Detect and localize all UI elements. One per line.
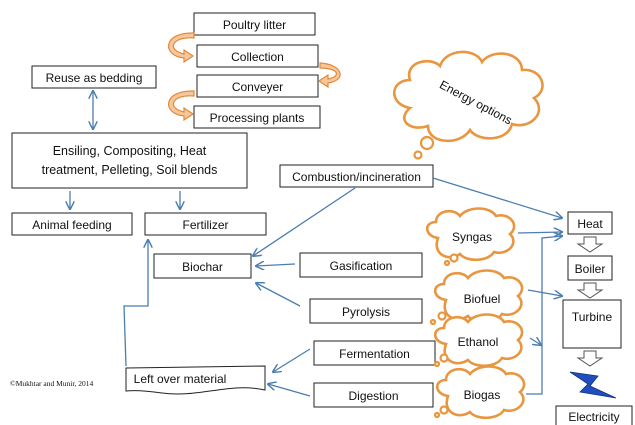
ethanol-label: Ethanol (458, 335, 499, 349)
down-arrow-icon (576, 282, 604, 299)
pyrolysis-label: Pyrolysis (342, 305, 390, 319)
biochar-label: Biochar (182, 260, 223, 274)
ethanol-arrow (529, 338, 541, 345)
biofuel-to-turbine-arrow (527, 289, 562, 296)
left-over-label: Left over material (134, 372, 227, 386)
digestion-label: Digestion (348, 389, 398, 403)
ethanol-cloud: Ethanol (433, 313, 524, 368)
fermentation-to-leftover-arrow (273, 348, 311, 372)
processes-line1: Ensiling, Compositing, Heat (53, 144, 207, 158)
heat-box: Heat (567, 211, 613, 235)
lightning-icon (569, 371, 617, 399)
gasification-label: Gasification (330, 259, 393, 273)
fermentation-label: Fermentation (339, 347, 410, 361)
biofuel-label: Biofuel (464, 292, 501, 306)
curl-arrow-icon (167, 90, 195, 122)
turbine-box: Turbine (562, 299, 622, 349)
collection-box: Collection (196, 44, 319, 68)
biogas-cloud: Biogas (433, 365, 526, 420)
biochar-box: Biochar (153, 253, 252, 279)
pyrolysis-to-biochar-arrow (256, 283, 301, 307)
electricity-box: Electricity (555, 405, 633, 425)
reuse-bedding-label: Reuse as bedding (46, 71, 143, 85)
poultry-litter-label: Poultry litter (223, 18, 286, 32)
syngas-to-heat-arrow (517, 232, 562, 233)
biogas-to-heat-arrow (526, 236, 562, 395)
syngas-cloud: Syngas (425, 207, 516, 267)
gasification-to-biochar-arrow (256, 264, 296, 266)
combustion-to-heat-arrow (432, 177, 562, 218)
fertilizer-box: Fertilizer (144, 212, 267, 236)
processing-plants-label: Processing plants (210, 111, 305, 125)
energy-options-cloud: Energy options (393, 50, 544, 160)
processes-box: Ensiling, Compositing, Heat treatment, P… (11, 132, 248, 189)
curl-arrow-icon (317, 62, 341, 89)
leftover-to-fertilizer-arrow (123, 240, 148, 367)
left-over-box: Left over material (125, 365, 266, 395)
conveyer-box: Conveyer (196, 74, 319, 98)
biofuel-cloud: Biofuel (429, 269, 524, 326)
down-arrow-icon (576, 236, 604, 253)
processing-plants-box: Processing plants (193, 105, 321, 129)
heat-label: Heat (577, 217, 603, 231)
fermentation-box: Fermentation (313, 340, 436, 366)
conveyer-label: Conveyer (232, 80, 283, 94)
processes-line2: treatment, Pelleting, Soil blends (42, 163, 218, 177)
curl-arrow-icon (167, 32, 195, 64)
animal-feeding-label: Animal feeding (32, 218, 111, 232)
digestion-to-leftover-arrow (268, 384, 311, 397)
combustion-label: Combustion/incineration (292, 170, 421, 184)
gasification-box: Gasification (299, 252, 423, 278)
combustion-box: Combustion/incineration (279, 164, 434, 188)
combustion-to-biochar-arrow (253, 187, 356, 256)
fertilizer-label: Fertilizer (182, 218, 228, 232)
poultry-litter-box: Poultry litter (193, 12, 316, 36)
animal-feeding-box: Animal feeding (11, 212, 133, 236)
digestion-box: Digestion (313, 382, 434, 408)
boiler-box: Boiler (567, 255, 613, 281)
reuse-bedding-box: Reuse as bedding (31, 65, 157, 89)
syngas-label: Syngas (452, 230, 492, 244)
credit-text: ©Mukhtar and Munir, 2014 (10, 379, 94, 388)
biogas-label: Biogas (464, 388, 501, 402)
pyrolysis-box: Pyrolysis (309, 298, 423, 324)
collection-label: Collection (231, 50, 284, 64)
turbine-label: Turbine (572, 310, 613, 324)
down-arrow-icon (576, 350, 604, 367)
boiler-label: Boiler (575, 262, 606, 276)
electricity-label: Electricity (568, 410, 619, 424)
